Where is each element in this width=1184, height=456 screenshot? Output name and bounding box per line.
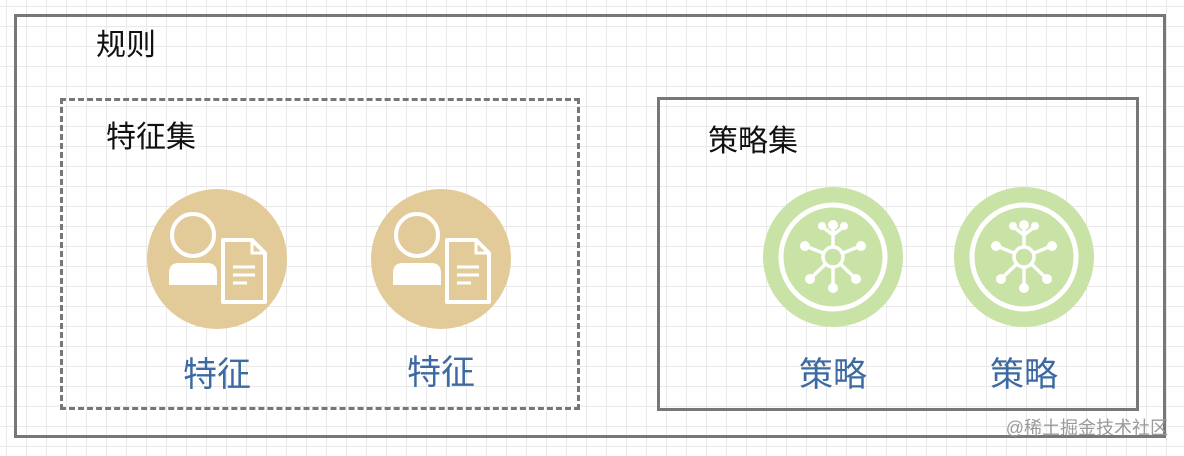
strategy-set-container (657, 97, 1139, 411)
strategy-set-title: 策略集 (708, 125, 798, 158)
strategy-label: 策略 (799, 356, 867, 394)
rule-container (14, 14, 1166, 438)
network-hub-icon (763, 187, 903, 327)
feature-label: 特征 (407, 354, 475, 392)
feature-set-title: 特征集 (106, 121, 196, 154)
strategy-label: 策略 (990, 356, 1058, 394)
feature-label: 特征 (183, 356, 251, 394)
rule-title: 规则 (96, 29, 156, 62)
user-document-icon (371, 189, 511, 329)
watermark: @稀土掘金技术社区 (1005, 418, 1168, 438)
user-document-icon (147, 189, 287, 329)
network-hub-icon (954, 187, 1094, 327)
feature-set-container (60, 98, 580, 410)
